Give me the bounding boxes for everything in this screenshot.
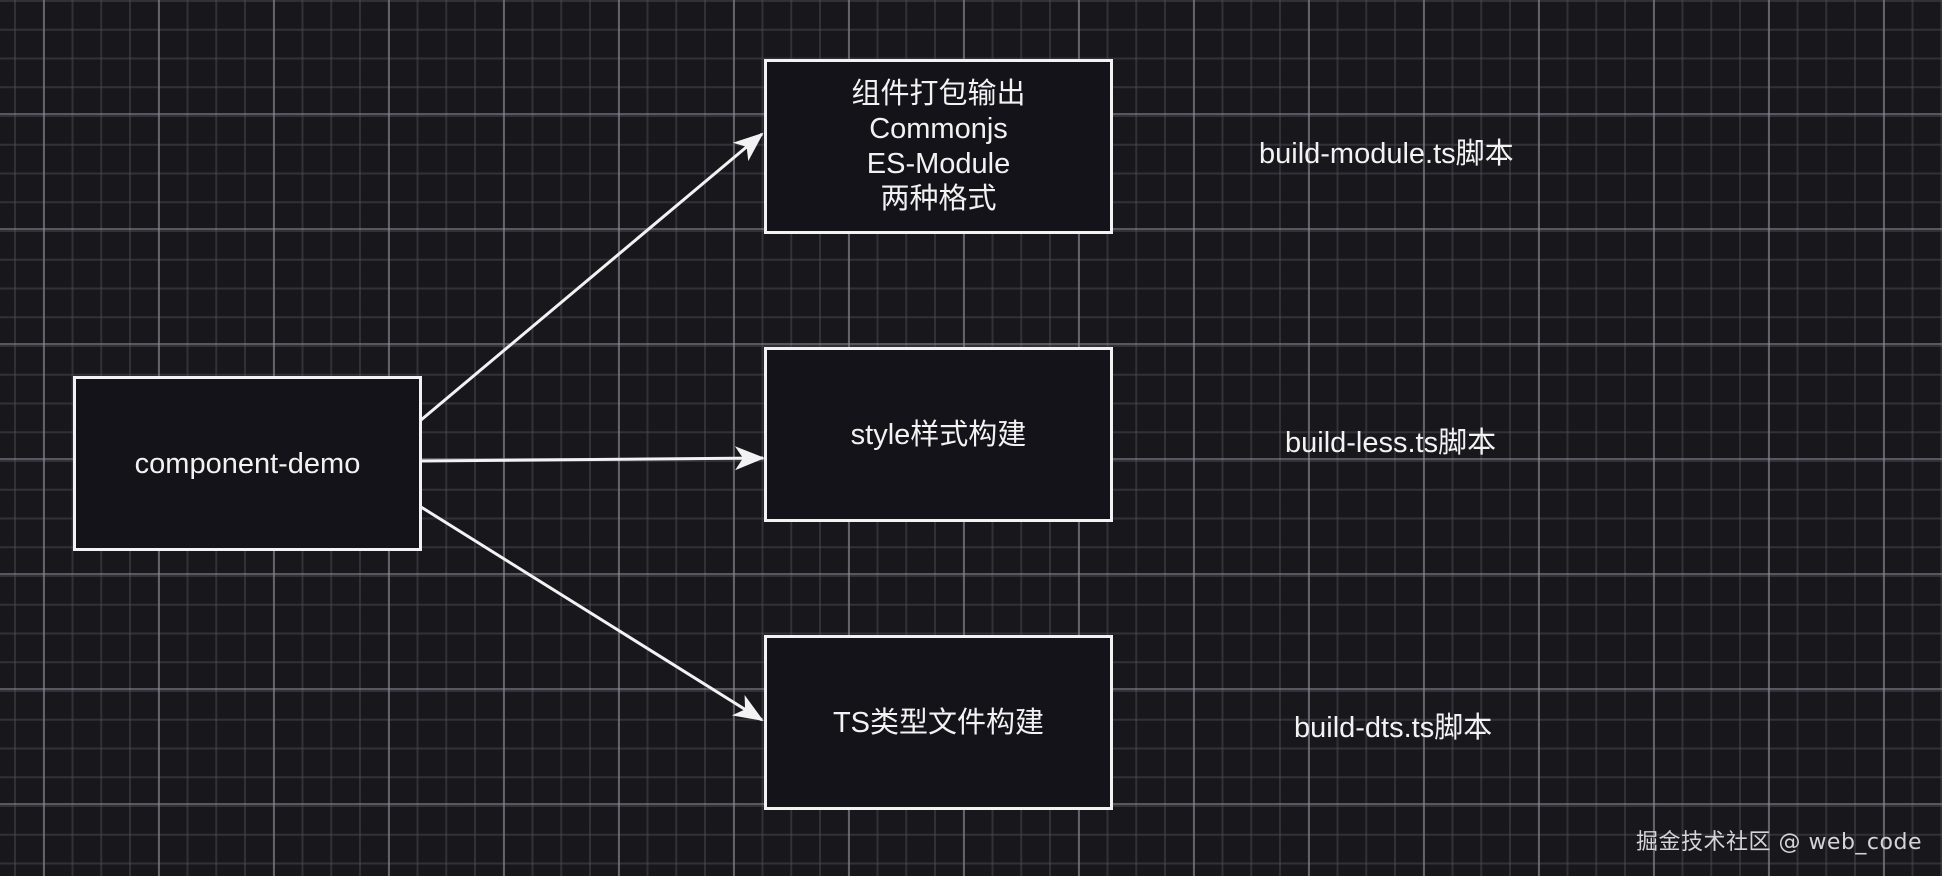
node-build-dts[interactable]: TS类型文件构建 [764, 635, 1113, 810]
node-component-demo[interactable]: component-demo [73, 376, 422, 551]
node-build-module[interactable]: 组件打包输出 Commonjs ES-Module 两种格式 [764, 59, 1113, 234]
node-label-line: 组件打包输出 [851, 77, 1026, 110]
node-label-line: Commonjs [869, 112, 1008, 145]
script-label-build-dts: build-dts.ts脚本 [1294, 712, 1493, 744]
edge-component-demo-to-build-style [420, 446, 765, 471]
node-label: style样式构建 [850, 418, 1027, 451]
script-label-build-less: build-less.ts脚本 [1285, 427, 1497, 459]
watermark: 掘金技术社区 @ web_code [1635, 830, 1922, 855]
edge-component-demo-to-build-dts [420, 505, 764, 722]
node-label-line: 两种格式 [880, 182, 997, 215]
edge-component-demo-to-build-module [420, 132, 764, 422]
node-build-style[interactable]: style样式构建 [764, 347, 1113, 522]
node-label-line: ES-Module [866, 147, 1011, 180]
script-label-build-module: build-module.ts脚本 [1259, 138, 1514, 170]
node-label: TS类型文件构建 [832, 706, 1045, 739]
node-label: component-demo [134, 447, 361, 480]
